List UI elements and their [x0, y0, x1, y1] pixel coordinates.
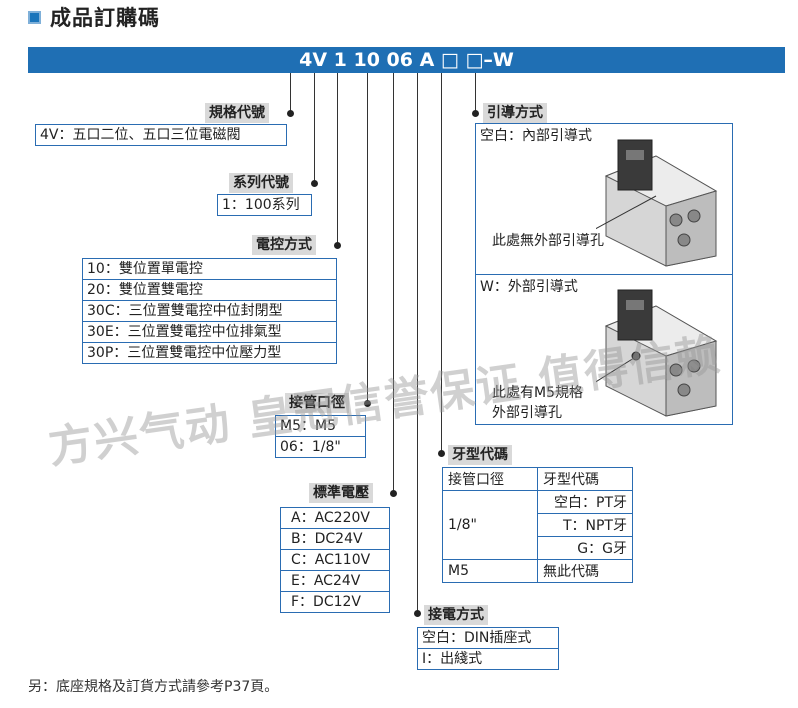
wiring-label: 接電方式 — [424, 605, 488, 625]
thread-label: 牙型代碼 — [448, 445, 512, 465]
order-code-text: 4V 1 10 06 A □ □–W — [299, 49, 514, 71]
voltage-item: C：AC110V — [281, 550, 389, 571]
voltage-item: A：AC220V — [281, 508, 389, 529]
wiring-box: 空白：DIN插座式 I：出綫式 — [417, 627, 559, 670]
control-item: 10：雙位置單電控 — [83, 259, 336, 280]
port-label: 接管口徑 — [285, 393, 349, 413]
thread-header-cell: 接管口徑 — [442, 467, 538, 491]
port-box: M5：M5 06：1/8" — [275, 415, 366, 458]
thread-opt-cell: T：NPT牙 — [537, 513, 633, 537]
dot-control — [334, 242, 341, 249]
dot-spec — [287, 110, 294, 117]
pilot-box: 空白：內部引導式 此處無外部引導孔 W：外部引導式 此處有M5規格 外部引導孔 — [475, 123, 733, 425]
wiring-item: I：出綫式 — [422, 651, 483, 667]
series-item: 1：100系列 — [222, 197, 300, 213]
thread-table: 接管口徑 牙型代碼 1/8" 空白：PT牙 T：NPT牙 G：G牙 M5 無此代… — [442, 467, 633, 583]
control-item: 30C：三位置雙電控中位封閉型 — [83, 301, 336, 322]
thread-opt-cell: G：G牙 — [537, 536, 633, 560]
valve-internal-image — [596, 139, 718, 267]
dot-pilot — [472, 110, 479, 117]
footer-note: 另：底座規格及訂貨方式請參考P37頁。 — [28, 679, 279, 695]
connector-port — [367, 73, 368, 403]
pilot-label: 引導方式 — [483, 103, 547, 123]
spec-label: 規格代號 — [205, 103, 269, 123]
pilot-external-note1: 此處有M5規格 — [492, 385, 583, 401]
connector-pilot — [475, 73, 476, 113]
spec-box: 4V：五口二位、五口三位電磁閥 — [35, 124, 287, 146]
dot-thread — [438, 450, 445, 457]
thread-row: G：G牙 — [443, 536, 633, 560]
dot-voltage — [390, 490, 397, 497]
thread-header-cell: 牙型代碼 — [537, 467, 633, 491]
pilot-internal-note: 此處無外部引導孔 — [492, 233, 604, 249]
voltage-label: 標準電壓 — [309, 483, 373, 503]
voltage-box: A：AC220V B：DC24V C：AC110V E：AC24V F：DC12… — [280, 507, 390, 613]
voltage-item: F：DC12V — [291, 594, 361, 610]
connector-spec — [290, 73, 291, 113]
voltage-item: E：AC24V — [281, 571, 389, 592]
connector-thread — [441, 73, 442, 453]
title-square-icon — [28, 11, 41, 24]
thread-size-cell: M5 — [442, 559, 538, 583]
thread-row: 1/8" 空白：PT牙 — [442, 490, 633, 560]
control-item: 30P：三位置雙電控中位壓力型 — [87, 345, 282, 361]
page-title: 成品訂購碼 — [50, 6, 160, 30]
port-item: 06：1/8" — [280, 439, 341, 455]
series-label: 系列代號 — [229, 173, 293, 193]
control-box: 10：雙位置單電控 20：雙位置雙電控 30C：三位置雙電控中位封閉型 30E：… — [82, 258, 337, 364]
valve-external-image — [596, 289, 718, 417]
dot-port — [364, 400, 371, 407]
connector-series — [314, 73, 315, 183]
voltage-item: B：DC24V — [281, 529, 389, 550]
connector-wiring — [417, 73, 418, 613]
thread-table-wrap: 接管口徑 牙型代碼 1/8" 空白：PT牙 T：NPT牙 G：G牙 M5 無此代… — [442, 467, 633, 583]
series-box: 1：100系列 — [217, 194, 312, 216]
control-item: 30E：三位置雙電控中位排氣型 — [83, 322, 336, 343]
dot-wiring — [414, 610, 421, 617]
pilot-divider — [476, 274, 732, 275]
thread-row: M5 無此代碼 — [442, 559, 633, 583]
thread-header-row: 接管口徑 牙型代碼 — [442, 467, 633, 491]
wiring-item: 空白：DIN插座式 — [418, 628, 558, 649]
order-code-banner: 4V 1 10 06 A □ □–W — [28, 47, 785, 73]
connector-control — [337, 73, 338, 245]
thread-size-cell: 1/8" — [442, 490, 538, 560]
thread-opt-cell: 空白：PT牙 — [537, 490, 633, 514]
port-item: M5：M5 — [276, 416, 365, 437]
dot-series — [311, 180, 318, 187]
pilot-external-note2: 外部引導孔 — [492, 405, 562, 421]
pilot-external-caption: W：外部引導式 — [480, 279, 578, 295]
control-label: 電控方式 — [252, 235, 316, 255]
connector-voltage — [393, 73, 394, 493]
control-item: 20：雙位置雙電控 — [83, 280, 336, 301]
pilot-internal-caption: 空白：內部引導式 — [480, 128, 592, 144]
spec-item: 4V：五口二位、五口三位電磁閥 — [40, 127, 241, 143]
thread-opt-cell: 無此代碼 — [537, 559, 633, 583]
